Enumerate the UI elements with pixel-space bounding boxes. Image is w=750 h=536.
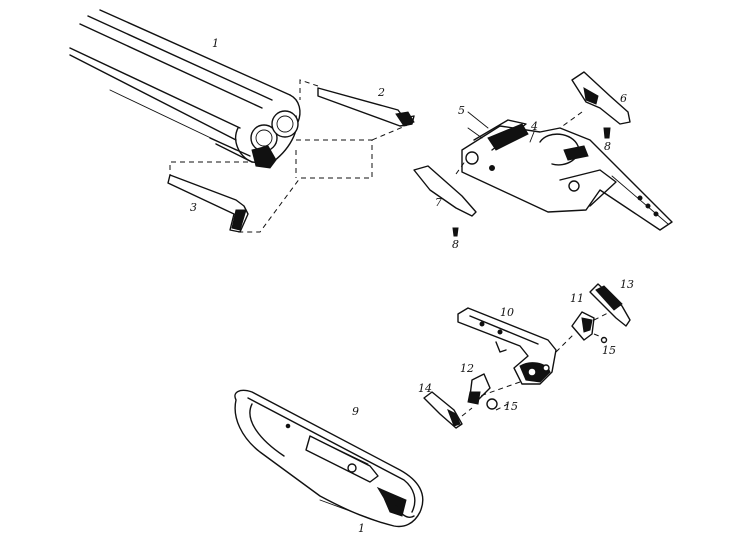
assembly-dashed-lines-forend [461,311,611,417]
label-part-10: 10 [500,306,514,319]
assembly-dashed-line-part-6 [559,111,583,129]
top-lever-part [571,71,631,125]
label-part-6: 6 [620,92,627,105]
assembly-dashed-lines-upper-left [169,79,411,233]
ejector-part [167,174,249,233]
lever-part-7 [413,165,477,217]
pin-part-15-lower [486,398,498,410]
assembly-dashed-line-part-7 [455,159,467,175]
label-part-4: 4 [530,120,538,133]
label-part-7: 7 [435,196,442,209]
extractor-part [317,87,415,127]
spring-part-13 [589,283,631,327]
label-part-11: 11 [570,292,584,305]
kicker-part-11 [571,311,595,341]
catch-part-12 [467,373,491,405]
screw-part-8-upper [603,127,611,139]
pin-part-15-upper [600,336,608,344]
label-part-2: 2 [377,86,385,99]
leader-line-part-4 [529,131,535,143]
label-part-8-lower: 8 [452,238,459,251]
forend-iron [457,307,557,385]
label-part-9: 9 [352,405,359,418]
label-part-13: 13 [620,278,634,291]
lever-part-14 [423,391,463,429]
label-part-12: 12 [460,362,474,375]
screw-part-8-lower [452,227,459,237]
label-part-5: 5 [458,104,465,117]
action-receiver [461,119,673,231]
barrel-assembly [69,9,301,169]
forend-wood [234,389,424,528]
label-part-15-lower: 15 [504,400,518,413]
label-part-1-bottom: 1 [358,522,365,535]
label-part-8-upper: 8 [604,140,611,153]
label-part-1: 1 [212,37,219,50]
label-part-15-upper: 15 [602,344,616,357]
label-part-14: 14 [418,382,432,395]
label-part-3: 3 [190,201,197,214]
leader-line-part-5 [467,111,489,129]
